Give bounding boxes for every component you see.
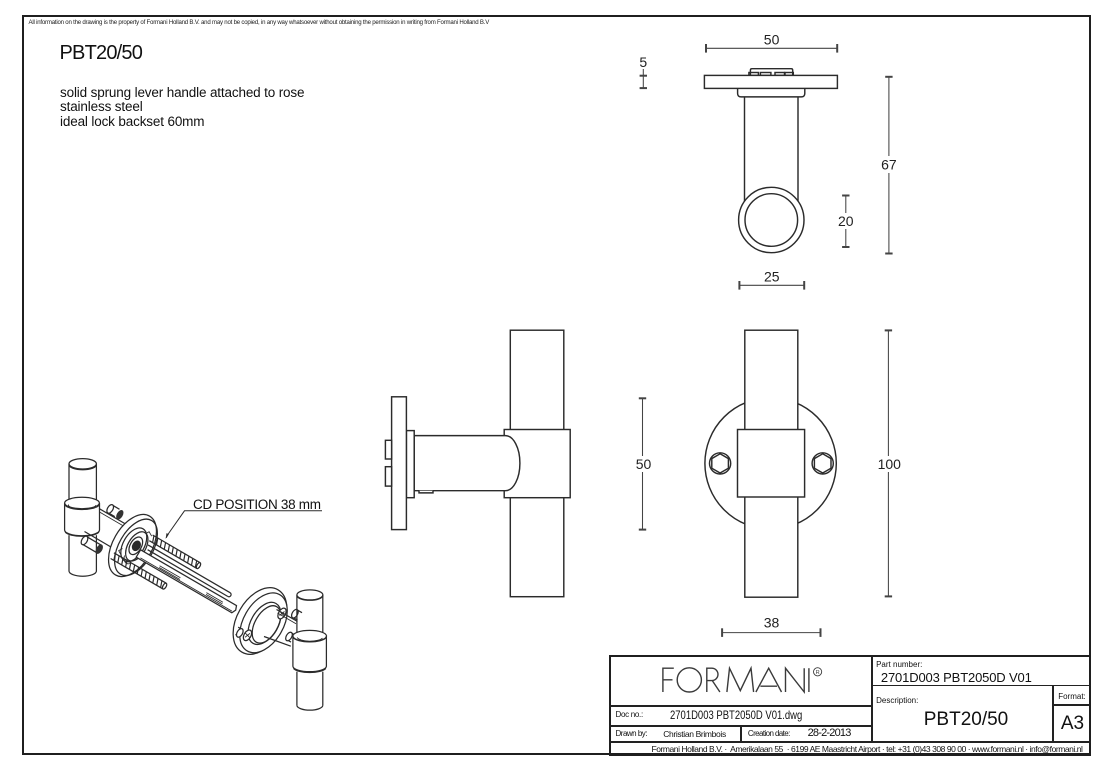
svg-text:50: 50 (764, 32, 780, 48)
svg-text:R: R (816, 670, 820, 676)
svg-text:50: 50 (636, 456, 652, 472)
svg-text:5: 5 (639, 54, 647, 70)
svg-text:100: 100 (878, 456, 902, 472)
svg-text:67: 67 (881, 157, 897, 173)
svg-text:25: 25 (764, 269, 780, 285)
svg-text:38: 38 (764, 615, 780, 631)
svg-text:20: 20 (838, 213, 854, 229)
